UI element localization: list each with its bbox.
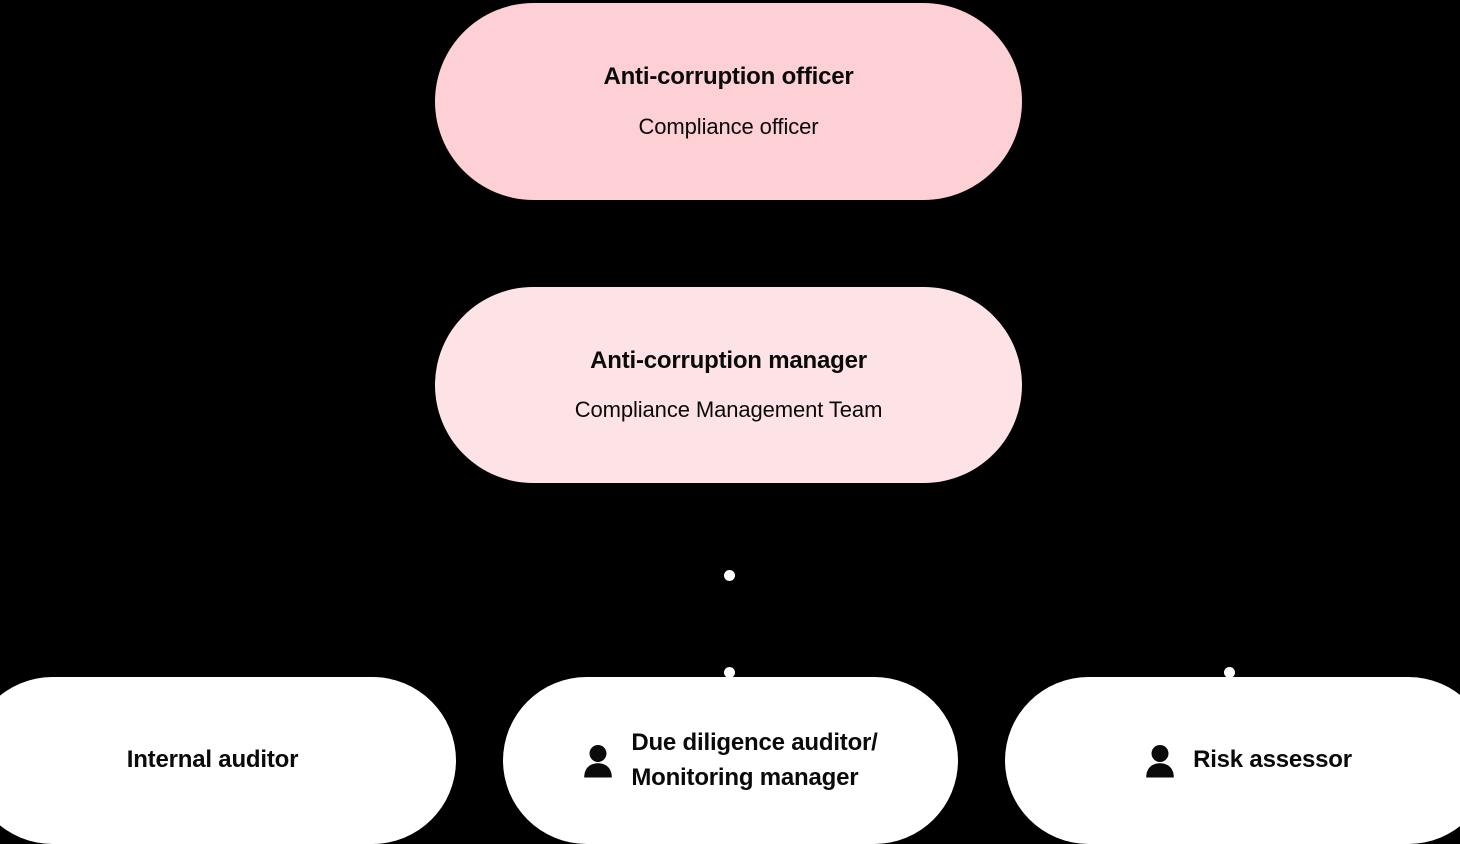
node-anti-corruption-officer[interactable]: Anti-corruption officer Compliance offic… [435, 3, 1022, 200]
node-anti-corruption-manager[interactable]: Anti-corruption manager Compliance Manag… [435, 287, 1022, 483]
node-title: Internal auditor [126, 746, 299, 774]
node-due-diligence-auditor[interactable]: Due diligence auditor/ Monitoring manage… [503, 677, 958, 844]
node-title-line-2: Monitoring manager [631, 763, 859, 791]
node-title: Anti-corruption manager [590, 346, 867, 374]
node-subtitle: Compliance officer [638, 113, 819, 139]
node-subtitle: Compliance Management Team [574, 397, 883, 423]
person-icon [583, 744, 613, 778]
connector-dot-manager-out[interactable] [724, 570, 735, 581]
node-title-block: Due diligence auditor/ Monitoring manage… [631, 726, 878, 796]
node-title: Anti-corruption officer [603, 63, 854, 91]
node-title: Risk assessor [1193, 746, 1352, 774]
node-risk-assessor[interactable]: Risk assessor [1005, 677, 1460, 844]
connector-dot-risk-assessor-in[interactable] [1224, 667, 1235, 678]
node-title-line-1: Due diligence auditor/ [631, 728, 878, 756]
node-internal-auditor[interactable]: Internal auditor [0, 677, 456, 844]
connector-dot-due-diligence-in[interactable] [724, 667, 735, 678]
person-icon [1145, 744, 1175, 778]
